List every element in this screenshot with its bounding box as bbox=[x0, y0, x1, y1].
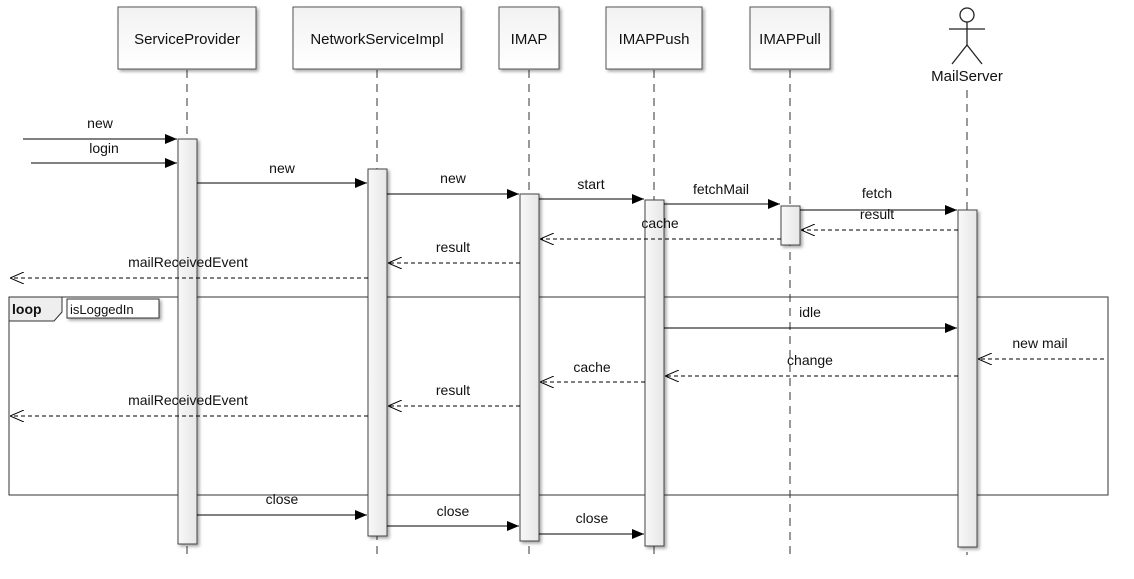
message-close-imap-push: close bbox=[539, 510, 644, 539]
participant-imappush: IMAPPush bbox=[605, 6, 703, 70]
loop-operator-label: loop bbox=[12, 301, 42, 317]
messages: new login new new start fetchMail bbox=[10, 115, 1104, 539]
message-result-imap-ns-loop: result bbox=[388, 382, 520, 406]
message-cache-pull-imap: cache bbox=[540, 215, 781, 239]
activation-imappush bbox=[644, 199, 665, 547]
message-label: result bbox=[436, 382, 470, 398]
participant-label: IMAPPush bbox=[619, 31, 690, 48]
message-close-sp-ns: close bbox=[197, 491, 367, 520]
message-label: login bbox=[89, 140, 119, 156]
participant-label: ServiceProvider bbox=[134, 31, 240, 48]
loop-tab bbox=[8, 296, 63, 322]
activation-imappull bbox=[780, 205, 801, 246]
participant-imap: IMAP bbox=[498, 6, 560, 70]
message-start: start bbox=[539, 176, 644, 204]
participant-box bbox=[749, 6, 831, 70]
message-label: result bbox=[860, 206, 894, 222]
message-new-found: new bbox=[23, 115, 177, 144]
message-label: close bbox=[437, 503, 470, 519]
message-new-sp-ns: new bbox=[197, 160, 367, 188]
message-label: close bbox=[576, 510, 609, 526]
message-fetch: fetch bbox=[800, 185, 957, 215]
message-cache-push-imap: cache bbox=[540, 359, 645, 382]
message-label: result bbox=[436, 239, 470, 255]
participant-imappull: IMAPPull bbox=[749, 6, 831, 70]
participant-networkserviceimpl: NetworkServiceImpl bbox=[292, 6, 462, 70]
participant-label: IMAPPull bbox=[759, 31, 821, 48]
participant-box bbox=[292, 6, 462, 70]
message-label: fetchMail bbox=[693, 181, 749, 197]
participant-box bbox=[498, 6, 560, 70]
message-label: cache bbox=[573, 359, 611, 375]
message-label: idle bbox=[799, 304, 821, 320]
message-change: change bbox=[665, 352, 958, 376]
message-result-ms-pull: result bbox=[801, 206, 958, 230]
loop-frame bbox=[8, 296, 1109, 496]
message-login: login bbox=[31, 140, 177, 168]
message-label: mailReceivedEvent bbox=[128, 392, 248, 408]
message-label: new bbox=[269, 160, 296, 176]
participant-box bbox=[117, 6, 257, 70]
activation-imap bbox=[519, 193, 540, 542]
message-label: new bbox=[87, 115, 114, 131]
activation-mailserver bbox=[957, 209, 978, 548]
message-label: new mail bbox=[1012, 335, 1067, 351]
activation-serviceprovider bbox=[177, 138, 198, 545]
message-idle: idle bbox=[664, 304, 957, 333]
guard-box bbox=[66, 298, 160, 319]
activation-networkserviceimpl bbox=[367, 168, 388, 537]
loop-fragment: loop isLoggedIn bbox=[8, 296, 1109, 496]
message-close-ns-imap: close bbox=[387, 503, 519, 531]
message-mailreceivedevent: mailReceivedEvent bbox=[10, 254, 368, 278]
message-label: start bbox=[577, 176, 604, 192]
message-label: new bbox=[440, 170, 467, 186]
message-label: close bbox=[266, 491, 299, 507]
activations bbox=[177, 138, 978, 548]
participant-label: MailServer bbox=[931, 68, 1003, 85]
participant-mailserver: MailServer bbox=[931, 7, 1003, 85]
message-label: cache bbox=[641, 215, 679, 231]
lifelines bbox=[186, 70, 968, 555]
message-new-mail: new mail bbox=[978, 335, 1104, 359]
guard-condition-label: isLoggedIn bbox=[70, 302, 134, 317]
participant-label: IMAP bbox=[511, 31, 548, 48]
message-label: mailReceivedEvent bbox=[128, 254, 248, 270]
participant-label: NetworkServiceImpl bbox=[310, 31, 443, 48]
participant-serviceprovider: ServiceProvider bbox=[117, 6, 257, 70]
message-mailreceivedevent-loop: mailReceivedEvent bbox=[10, 392, 368, 416]
message-new-ns-imap: new bbox=[387, 170, 519, 199]
participant-box bbox=[605, 6, 703, 70]
actor-icon bbox=[949, 7, 985, 65]
message-fetchmail: fetchMail bbox=[664, 181, 780, 209]
message-label: fetch bbox=[862, 185, 892, 201]
message-label: change bbox=[787, 352, 833, 368]
message-result-imap-ns: result bbox=[388, 239, 520, 263]
